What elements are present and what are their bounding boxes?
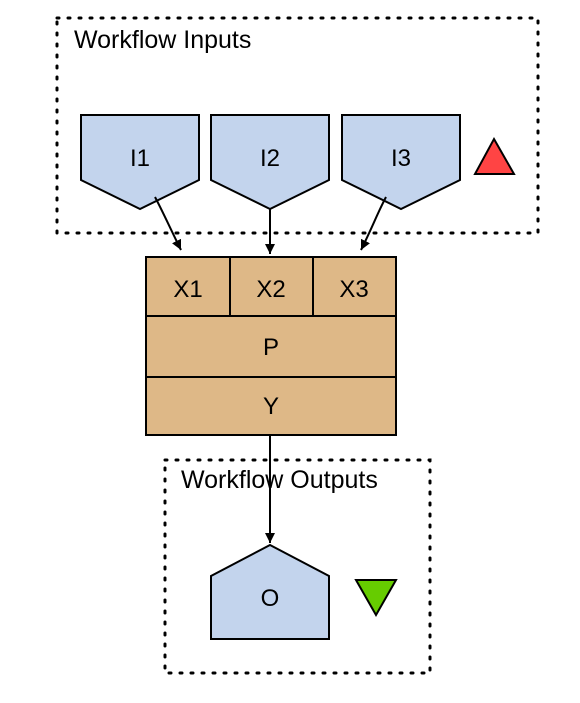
input-node-i2[interactable]: I2 bbox=[210, 114, 330, 211]
input-node-label: I3 bbox=[391, 145, 411, 172]
port-x1[interactable] bbox=[145, 256, 231, 317]
edge-i3-x3 bbox=[360, 196, 387, 251]
input-node-label: I1 bbox=[130, 145, 150, 172]
output-node-o[interactable]: O bbox=[210, 543, 330, 640]
edge-i1-x1 bbox=[154, 196, 182, 251]
workflow-outputs-cluster: Workflow Outputs bbox=[163, 458, 432, 675]
port-y-label: Y bbox=[263, 393, 279, 420]
input-node-i1[interactable]: I1 bbox=[80, 114, 200, 211]
port-x3[interactable] bbox=[312, 256, 397, 317]
workflow-outputs-label: Workflow Outputs bbox=[181, 466, 378, 494]
processor-node[interactable]: X1 X2 X3 P Y bbox=[145, 256, 397, 436]
output-node-label: O bbox=[261, 585, 280, 612]
red-up-triangle-icon bbox=[473, 136, 516, 175]
input-node-label: I2 bbox=[260, 145, 280, 172]
workflow-inputs-cluster: Workflow Inputs bbox=[55, 16, 540, 235]
port-x1-label: X1 bbox=[173, 276, 202, 303]
workflow-inputs-label: Workflow Inputs bbox=[74, 26, 251, 54]
green-down-triangle-icon bbox=[354, 579, 398, 618]
processor-name-label: P bbox=[263, 334, 279, 361]
input-node-i3[interactable]: I3 bbox=[341, 114, 461, 211]
port-x3-label: X3 bbox=[339, 276, 368, 303]
port-x2-label: X2 bbox=[256, 276, 285, 303]
